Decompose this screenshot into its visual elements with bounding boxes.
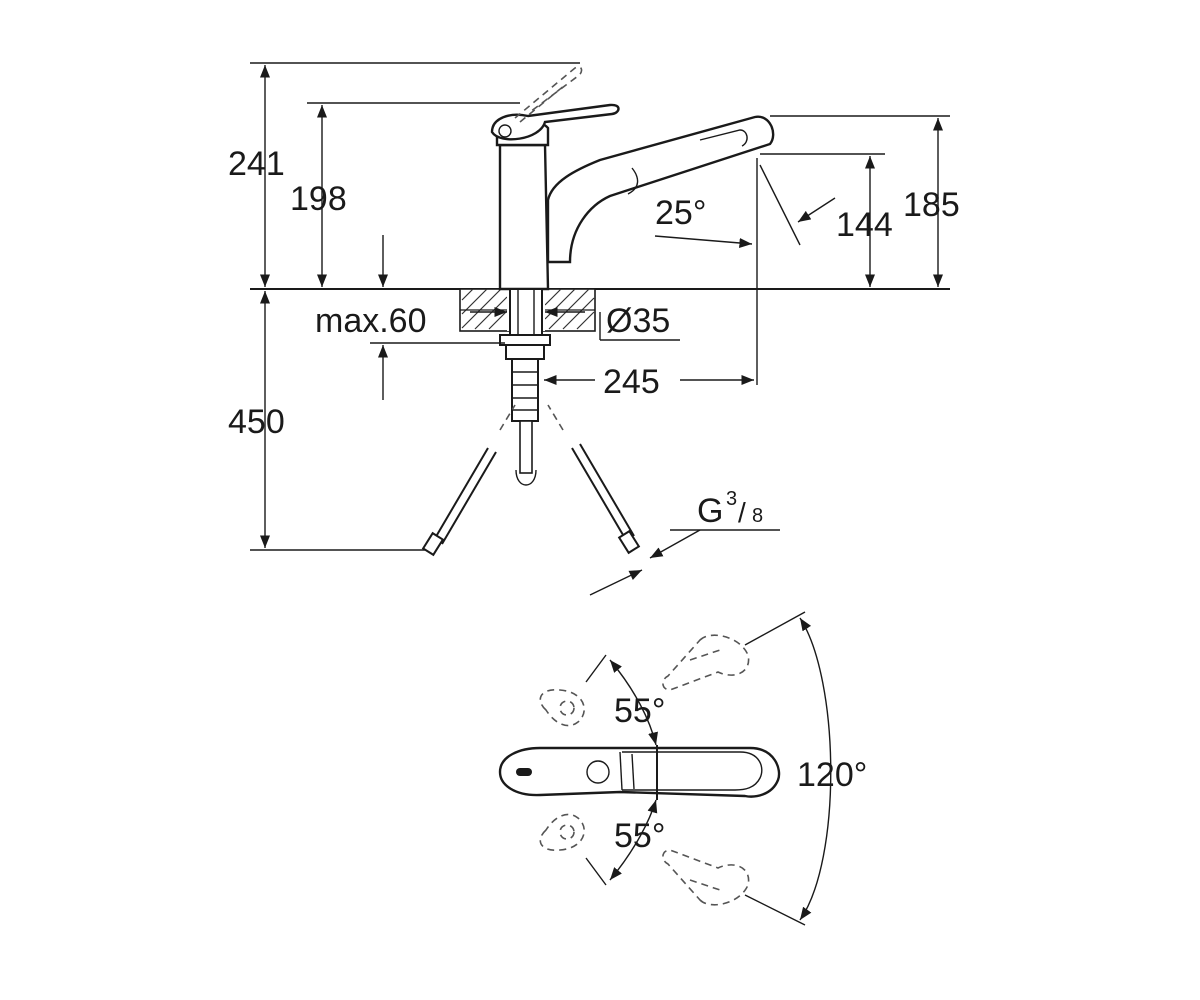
dim-241: 241 xyxy=(228,62,580,287)
dim-245-label: 245 xyxy=(603,363,660,401)
angle-25: 25° xyxy=(654,158,836,385)
angle-55-bottom-label: 55° xyxy=(614,817,665,855)
svg-text:/: / xyxy=(738,497,746,528)
indicator-mark xyxy=(516,768,532,776)
pull-out-spout xyxy=(546,115,775,264)
diameter-35-label: Ø35 xyxy=(606,302,670,340)
angle-55-top: 55° xyxy=(585,654,665,746)
supply-hose-left xyxy=(421,404,516,557)
angle-55-bottom: 55° xyxy=(585,799,665,886)
dim-185: 185 xyxy=(770,115,960,287)
dim-450: 450 xyxy=(228,291,425,551)
dim-245: 245 xyxy=(544,363,754,401)
lever-ghost-up-right xyxy=(662,634,750,691)
lever-ghost-down-right xyxy=(662,849,750,906)
thread-g-label: G xyxy=(697,492,723,530)
mounting-shank xyxy=(499,288,551,486)
angle-25-label: 25° xyxy=(655,194,706,232)
dim-198: 198 xyxy=(290,102,520,287)
lever-raised-ghost xyxy=(514,66,583,119)
dim-450-label: 450 xyxy=(228,403,285,441)
faucet-body xyxy=(498,143,550,291)
dim-198-label: 198 xyxy=(290,180,347,218)
dim-diameter-35: Ø35 xyxy=(470,302,680,341)
angle-55-top-label: 55° xyxy=(614,692,665,730)
supply-hose-right xyxy=(547,404,641,555)
thread-numerator: 3 xyxy=(726,488,737,510)
lever-handle xyxy=(490,103,620,141)
dim-144-label: 144 xyxy=(836,206,893,244)
thread-spec-g38: G 3 / 8 xyxy=(589,488,780,596)
max-60-label: max.60 xyxy=(315,302,427,340)
angle-120-label: 120° xyxy=(797,756,867,794)
lever-ghost-down-left xyxy=(539,813,585,851)
dim-185-label: 185 xyxy=(903,186,960,224)
spout-head-seam xyxy=(627,167,639,195)
thread-denominator: 8 xyxy=(752,505,763,527)
lever-pivot xyxy=(498,124,512,138)
top-view: 55° 55° 120° xyxy=(498,611,867,926)
angle-120: 120° xyxy=(744,611,867,926)
lever-ghost-up-left xyxy=(539,689,585,727)
dim-241-label: 241 xyxy=(228,145,285,183)
dim-max-60: max.60 xyxy=(315,235,505,400)
side-view: 241 198 185 144 25° xyxy=(228,62,960,596)
dim-144: 144 xyxy=(760,153,893,287)
lever-top-view xyxy=(498,745,781,800)
